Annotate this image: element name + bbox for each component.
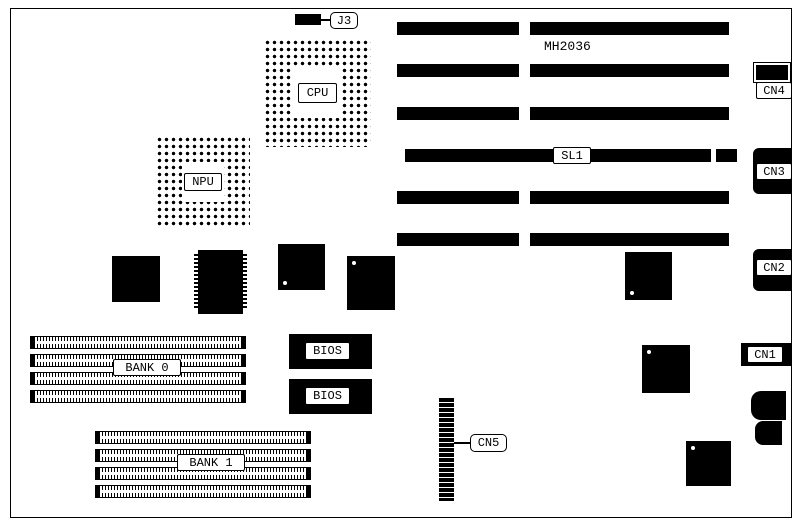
- bank0-label: BANK 0: [113, 359, 181, 376]
- sl1-label: SL1: [553, 147, 591, 164]
- cpu-label: CPU: [298, 83, 337, 103]
- simm-socket: [95, 485, 311, 498]
- ic-chip-4: [347, 256, 395, 310]
- ic-chip-1: [112, 256, 160, 302]
- npu-label: NPU: [184, 173, 222, 191]
- bank1-label: BANK 1: [177, 454, 245, 471]
- cn4-port: [753, 62, 791, 83]
- isa-slot: [397, 22, 519, 35]
- pin1-marker: [283, 281, 287, 285]
- isa-slot: [397, 64, 519, 77]
- cn3-label: CN3: [756, 163, 792, 180]
- pin1-marker: [630, 291, 634, 295]
- isa-slot: [530, 107, 729, 120]
- cn2-label: CN2: [756, 259, 792, 276]
- isa-slot: [530, 64, 729, 77]
- isa-slot: [397, 233, 519, 246]
- ic-chip-3: [278, 244, 325, 290]
- pin1-marker: [691, 446, 695, 450]
- ic-chip-2: [198, 250, 243, 314]
- ic-chip-7: [686, 441, 731, 486]
- ic-chip-2-pins-right: [243, 254, 247, 310]
- model-text: MH2036: [544, 39, 591, 54]
- simm-socket: [30, 390, 246, 403]
- simm-socket: [95, 431, 311, 444]
- cn5-leader-line: [454, 442, 470, 444]
- pin1-marker: [647, 350, 651, 354]
- din-port-2: [755, 421, 782, 445]
- ic-chip-6: [642, 345, 690, 393]
- ic-chip-5: [625, 252, 672, 300]
- din-port-1: [751, 391, 786, 420]
- isa-slot: [530, 22, 729, 35]
- ic-chip-2-pins-left: [194, 254, 198, 310]
- j3-connector: [295, 14, 321, 25]
- bios-label-top: BIOS: [305, 342, 350, 360]
- isa-slot: [530, 233, 729, 246]
- cn1-label: CN1: [747, 346, 783, 363]
- isa-slot: [397, 191, 519, 204]
- sl1-slot-end: [716, 149, 737, 162]
- bios-label-bottom: BIOS: [305, 387, 350, 405]
- isa-slot: [397, 107, 519, 120]
- simm-socket: [30, 336, 246, 349]
- cn5-connector: [439, 398, 454, 501]
- cn5-label: CN5: [470, 434, 507, 452]
- pin1-marker: [352, 261, 356, 265]
- isa-slot: [530, 191, 729, 204]
- j3-label: J3: [330, 12, 358, 29]
- cn4-label: CN4: [756, 82, 792, 99]
- j3-leader-line: [321, 19, 331, 21]
